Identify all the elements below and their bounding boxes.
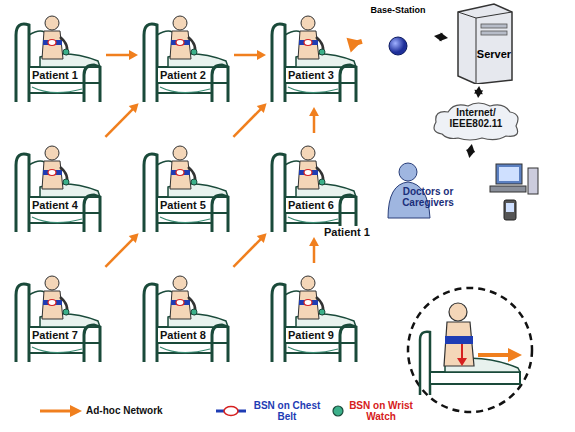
internet-cloud: Internet/ IEEE802.11 [430, 100, 522, 142]
relay-label: Patient 1 [322, 226, 372, 238]
patient-bed: Patient 3 [268, 5, 360, 105]
patient-bed: Patient 5 [140, 135, 232, 235]
adhoc-arrow [234, 54, 259, 57]
node-label: Patient 3 [286, 69, 336, 81]
arrow-head [309, 107, 319, 116]
patient-bed-shape [268, 5, 360, 105]
doctors-group: Doctors or Caregivers [378, 160, 548, 226]
node-label: Internet/ IEEE802.11 [438, 107, 514, 129]
patient-bed: Patient 7 [12, 265, 104, 365]
node-label: Patient 4 [30, 199, 80, 211]
adhoc-arrow [233, 108, 261, 137]
arrow-head [466, 144, 475, 153]
patient-bed-shape [268, 265, 360, 365]
patient-bed-shape [12, 265, 104, 365]
node-label: Patient 2 [158, 69, 208, 81]
arrow-head [257, 50, 266, 60]
arrow-head [257, 233, 267, 243]
legend-text: BSN on Wrist Watch [346, 400, 416, 422]
patient-bed: Patient 9 [268, 265, 360, 365]
arrow-head [434, 33, 443, 42]
patient-bed-shape [12, 5, 104, 105]
node-label: Patient 6 [286, 199, 336, 211]
patient-bed: Patient 2 [140, 5, 232, 105]
patient-bed: Patient 4 [12, 135, 104, 235]
node-label: Patient 9 [286, 329, 336, 341]
arrow-head [474, 86, 483, 94]
arrow-head [129, 233, 139, 243]
base-station: Base-Station [364, 2, 432, 60]
patient-bed-shape [140, 135, 232, 235]
patient-bed-shape [268, 135, 360, 235]
node-label: Server [476, 48, 512, 60]
patient-bed-shape [12, 135, 104, 235]
patient-bed: Patient 8 [140, 265, 232, 365]
arrow-head [257, 103, 267, 113]
arrow-head [347, 38, 363, 53]
patient-bed: Patient 6 [268, 135, 360, 235]
server-computer-shape [450, 2, 516, 84]
arrow-head [129, 50, 138, 60]
adhoc-arrow [313, 114, 316, 133]
node-label: Patient 5 [158, 199, 208, 211]
node-label: Patient 8 [158, 329, 208, 341]
node-label: Patient 7 [30, 329, 80, 341]
patient-bed-shape [140, 5, 232, 105]
legend-text: Ad-hoc Network [86, 405, 176, 416]
server-computer: Server [450, 2, 516, 84]
adhoc-arrow [105, 108, 133, 137]
adhoc-arrow [105, 238, 133, 267]
node-label: Base-Station [364, 6, 432, 16]
arrow-head [129, 103, 139, 113]
node-label: Doctors or Caregivers [378, 186, 478, 208]
arrow-head [309, 237, 319, 246]
legend-text: BSN on Chest Belt [252, 400, 322, 422]
adhoc-arrow [313, 244, 316, 263]
adhoc-arrow [233, 238, 261, 267]
node-label: Patient 1 [30, 69, 80, 81]
adhoc-arrow [106, 54, 131, 57]
patient-bed-shape [140, 265, 232, 365]
patient-bed: Patient 1 [12, 5, 104, 105]
